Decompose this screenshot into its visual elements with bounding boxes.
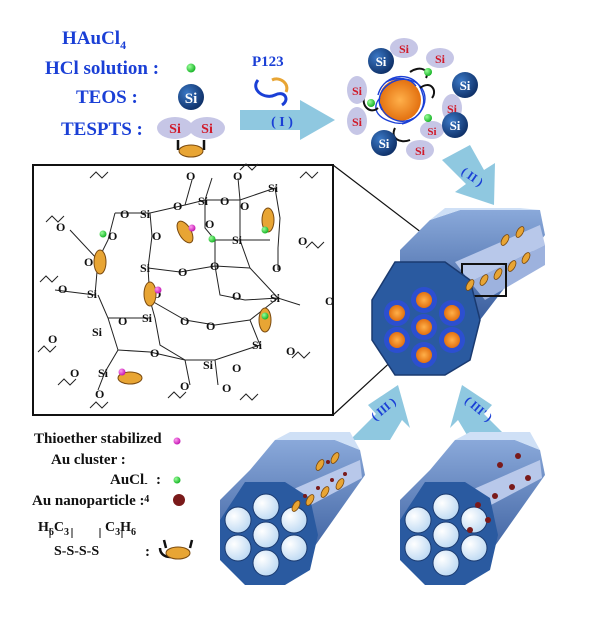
svg-text:O: O — [186, 169, 195, 183]
svg-text:O: O — [205, 217, 214, 231]
svg-text:Si: Si — [201, 122, 213, 137]
svg-text:Si: Si — [98, 366, 109, 380]
silica-network-box: Si Si Si Si Si Si Si Si Si Si Si Si O O … — [32, 163, 461, 416]
svg-text:Si: Si — [140, 207, 151, 221]
svg-text:O: O — [48, 332, 57, 346]
svg-text:O: O — [240, 199, 249, 213]
svg-text:O: O — [222, 381, 231, 395]
svg-text:O: O — [56, 220, 65, 234]
svg-text:O: O — [298, 234, 307, 248]
svg-text:Si: Si — [450, 118, 461, 133]
svg-text:O: O — [286, 344, 295, 358]
svg-text:O: O — [232, 361, 241, 375]
svg-text:Si: Si — [435, 52, 446, 66]
arrow-step-3: ( III ) — [350, 385, 410, 440]
svg-text:O: O — [95, 387, 104, 401]
legend-thioether-line2: Au cluster : — [51, 452, 126, 468]
svg-text:Si: Si — [169, 122, 181, 137]
svg-text:O: O — [150, 346, 159, 360]
svg-text:Si: Si — [376, 54, 387, 69]
svg-text:O: O — [108, 229, 117, 243]
svg-text:Si: Si — [268, 181, 279, 195]
svg-text:( I ): ( I ) — [271, 115, 293, 130]
svg-text:O: O — [210, 259, 219, 273]
hexagonal-product-clusters — [220, 432, 365, 585]
svg-text:Si: Si — [87, 287, 98, 301]
si-text: Si — [185, 91, 198, 107]
arrow-step-2: ( II ) — [442, 145, 495, 205]
legend-green-dot — [173, 476, 181, 484]
legend-magenta-dot — [173, 437, 181, 445]
svg-text:O: O — [84, 255, 93, 269]
svg-text:Si: Si — [352, 84, 363, 98]
svg-text:Si: Si — [379, 136, 390, 151]
svg-text:O: O — [232, 289, 241, 303]
tespts-molecule: Si Si — [157, 117, 225, 158]
legend-c3h6: C3H6 — [105, 520, 137, 538]
legend-tespts-symbol — [49, 528, 194, 560]
teos-label: TEOS : — [76, 87, 138, 108]
svg-text:Si: Si — [427, 126, 436, 138]
svg-text:O: O — [178, 265, 187, 279]
legend-aucl4: AuCl-4 : — [110, 472, 161, 505]
svg-text:O: O — [180, 379, 189, 393]
svg-text:O: O — [152, 287, 161, 301]
svg-text:Si: Si — [270, 291, 281, 305]
svg-text:Si: Si — [415, 144, 426, 158]
svg-text:O: O — [152, 229, 161, 243]
p123-label: P123 — [252, 54, 284, 70]
svg-text:Si: Si — [198, 194, 209, 208]
svg-text:Si: Si — [232, 233, 243, 247]
hexagonal-product-nanoparticles — [400, 432, 545, 585]
arrow-step-1: ( I ) — [240, 100, 335, 140]
p123-icon — [254, 79, 288, 107]
svg-text:O: O — [206, 319, 215, 333]
svg-text:O: O — [325, 294, 334, 308]
legend-thioether-line1: Thioether stabilized — [34, 431, 162, 447]
arrow-step-3-prime: ( III' ) — [450, 385, 510, 440]
svg-text:O: O — [70, 366, 79, 380]
svg-text:O: O — [58, 282, 67, 296]
svg-text:O: O — [272, 261, 281, 275]
svg-text:O: O — [118, 314, 127, 328]
legend-h6c3: H6C3 — [38, 520, 70, 538]
svg-text:Si: Si — [399, 42, 410, 56]
svg-text:O: O — [233, 169, 242, 183]
aucl4-dot — [186, 63, 196, 73]
svg-text:O: O — [173, 199, 182, 213]
svg-text:Si: Si — [352, 115, 363, 129]
svg-text:Si: Si — [460, 78, 471, 93]
legend-colon: : — [145, 544, 150, 560]
svg-text:Si: Si — [447, 102, 458, 116]
micelle-complex: Si Si Si Si Si Si Si Si Si Si Si — [347, 38, 478, 160]
svg-text:Si: Si — [142, 311, 153, 325]
hcl-label: HCl solution : — [45, 58, 160, 79]
teos-si-ball: Si — [178, 84, 204, 110]
hexagonal-template-structure — [371, 208, 545, 376]
svg-text:O: O — [220, 194, 229, 208]
svg-text:Si: Si — [92, 325, 103, 339]
legend-au-dot — [173, 494, 185, 506]
legend-s-chain: S-S-S-S — [54, 544, 100, 559]
svg-text:O: O — [180, 314, 189, 328]
svg-text:Si: Si — [140, 261, 151, 275]
haucl4-label: HAuCl4 — [62, 28, 127, 52]
svg-text:O: O — [120, 207, 129, 221]
tespts-label: TESPTS : — [61, 119, 143, 140]
svg-text:Si: Si — [203, 358, 214, 372]
legend-au-nanoparticle: Au nanoparticle : — [32, 493, 145, 509]
svg-text:Si: Si — [252, 338, 263, 352]
